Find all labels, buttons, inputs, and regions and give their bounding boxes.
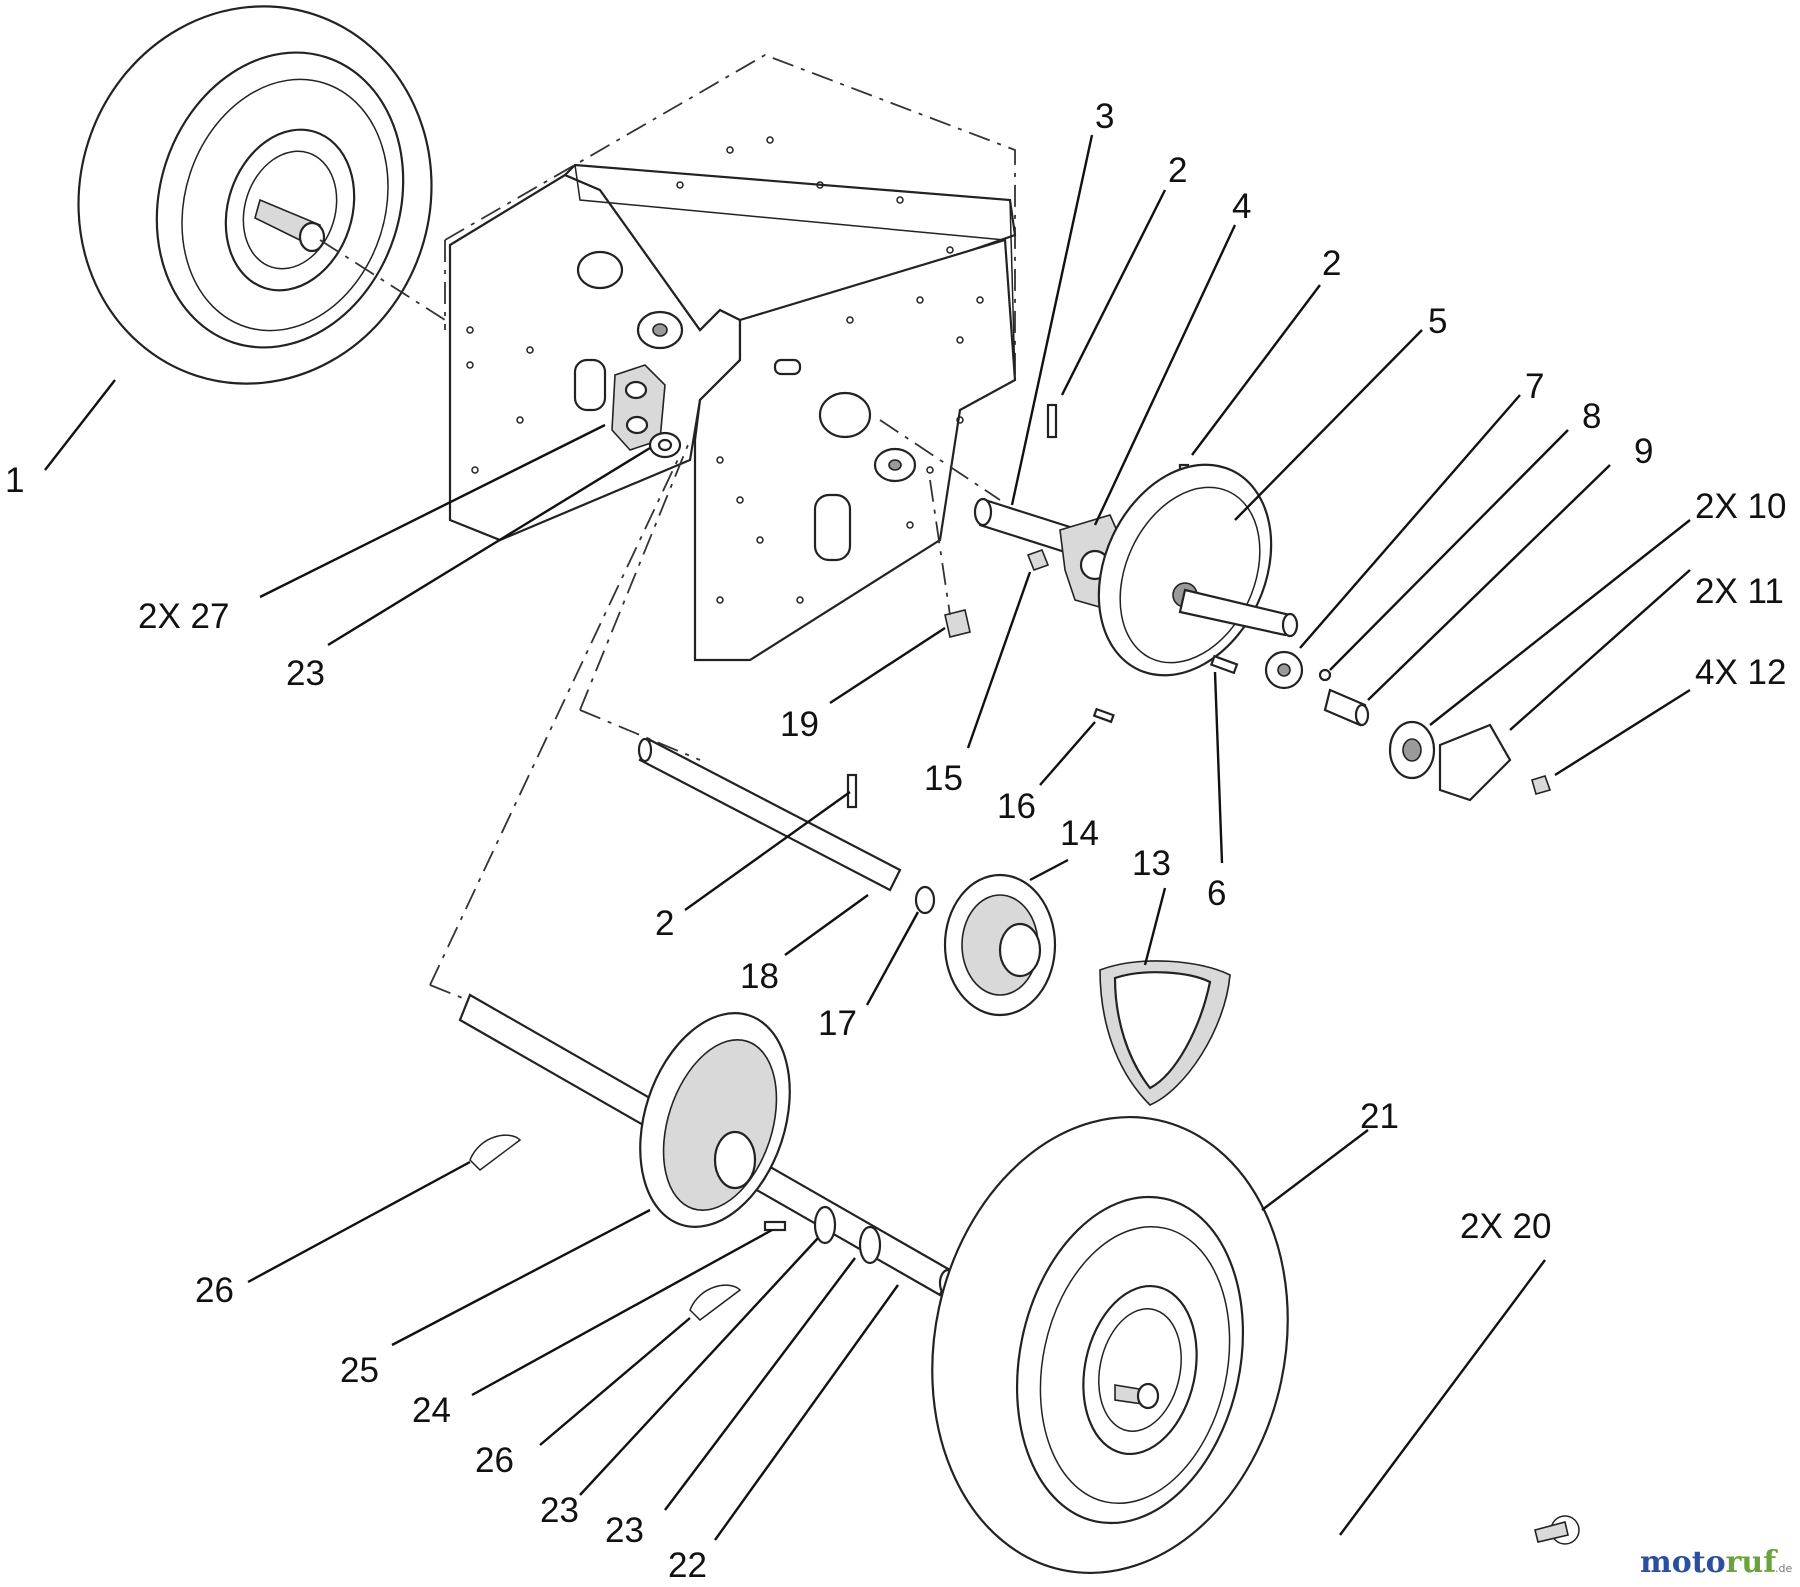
lower-drive	[429, 439, 1231, 1321]
callout-2x20: 2X 20	[1460, 1207, 1551, 1246]
callout-17: 17	[818, 1004, 857, 1043]
callout-7: 7	[1525, 367, 1544, 406]
wheel-1	[77, 5, 446, 385]
watermark-brand-part2: ruf	[1726, 1545, 1779, 1580]
callout-2: 2	[1322, 244, 1341, 283]
svg-text:motoruf: motoruf	[1640, 1545, 1778, 1580]
callout-23: 23	[286, 654, 325, 693]
watermark-brand-part1: moto	[1640, 1545, 1726, 1580]
hub-assembly	[879, 403, 1552, 802]
callout-1: 1	[5, 461, 24, 500]
callout-6: 6	[1207, 874, 1226, 913]
callout-2: 2	[1168, 151, 1187, 190]
callout-13: 13	[1132, 844, 1171, 883]
callout-4x12: 4X 12	[1695, 653, 1786, 692]
callout-16: 16	[997, 787, 1036, 826]
frame-housing	[444, 54, 1017, 662]
callout-26: 26	[195, 1271, 234, 1310]
callout-15: 15	[924, 759, 963, 798]
callout-18: 18	[740, 957, 779, 996]
callout-labels: 1 3 2 4 2 5 7 8 9 2X 10 2X 11 4X 12 2X 2…	[5, 97, 1786, 1585]
callout-23: 23	[605, 1511, 644, 1550]
wheel-21	[931, 1116, 1580, 1574]
callout-9: 9	[1634, 432, 1653, 471]
callout-26: 26	[475, 1441, 514, 1480]
leader-lines	[44, 134, 1691, 1541]
callout-14: 14	[1060, 814, 1099, 853]
callout-3: 3	[1095, 97, 1114, 136]
callout-8: 8	[1582, 397, 1601, 436]
watermark-logo: motoruf .de	[1640, 1545, 1792, 1580]
callout-4: 4	[1232, 187, 1251, 226]
callout-5: 5	[1428, 302, 1447, 341]
callout-2: 2	[655, 904, 674, 943]
callout-24: 24	[412, 1391, 451, 1430]
callout-19: 19	[780, 705, 819, 744]
callout-2x27: 2X 27	[138, 597, 229, 636]
callout-2x10: 2X 10	[1695, 487, 1786, 526]
watermark-suffix: .de	[1775, 1562, 1792, 1575]
callout-25: 25	[340, 1351, 379, 1390]
callout-21: 21	[1360, 1097, 1399, 1136]
callout-2x11: 2X 11	[1695, 572, 1784, 611]
callout-23: 23	[540, 1491, 579, 1530]
callout-22: 22	[668, 1546, 707, 1585]
